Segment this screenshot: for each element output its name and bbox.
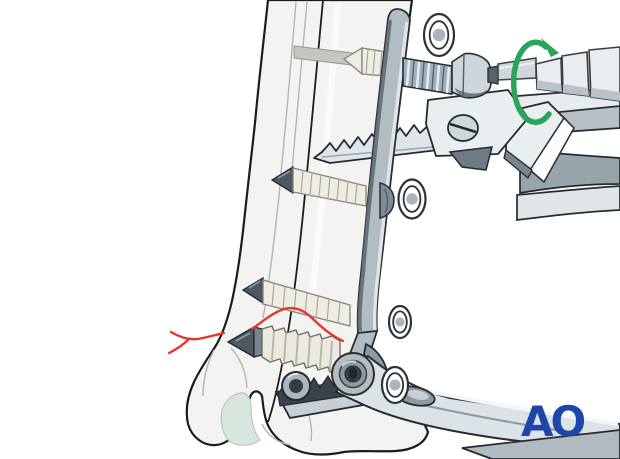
- rotation-arrow: [510, 38, 559, 125]
- plate: [347, 8, 411, 357]
- empty-screw-hole-symbols: [380, 12, 456, 405]
- forceps-lower-arm: [335, 355, 620, 459]
- screw4-collar: [253, 326, 263, 358]
- rotation-arrowhead: [541, 38, 559, 57]
- forceps-upper-arms: [425, 87, 620, 221]
- plate-distal-hole: [331, 352, 375, 396]
- screw-being-inserted: [402, 52, 499, 99]
- hole-symbol-2: [397, 178, 427, 220]
- hole-symbol-1: [422, 12, 456, 58]
- lower-handle-band: [461, 429, 620, 459]
- inserted-screws: [226, 45, 387, 373]
- screwdriver: [497, 46, 620, 102]
- bone-ridge-line: [267, 0, 324, 423]
- hole-symbol-3: [387, 304, 413, 340]
- articular-cartilage-tint: [220, 392, 261, 446]
- handle-light-band: [516, 185, 620, 221]
- fracture-line: [167, 306, 345, 355]
- ao-logo: AO: [521, 397, 585, 446]
- hole-symbol-4: [380, 365, 410, 405]
